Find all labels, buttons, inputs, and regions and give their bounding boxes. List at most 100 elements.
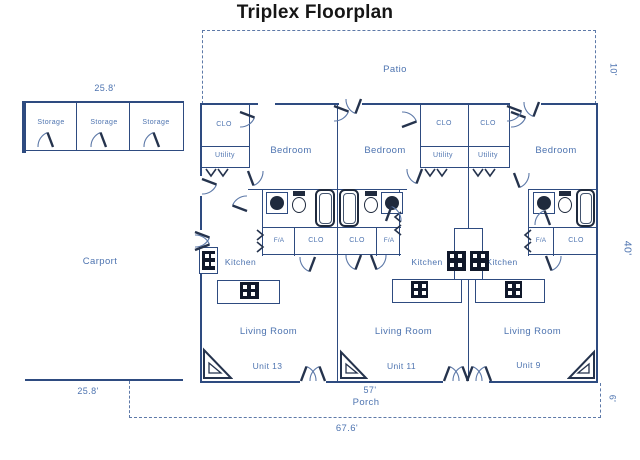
room-label-closet: CLO [436,120,452,127]
storage-divider [76,101,78,151]
door-icon [200,177,218,196]
page-title: Triplex Floorplan [236,2,394,23]
bifold-door-icon [472,168,496,178]
door-icon [308,365,327,383]
corner-fireplace-icon [340,349,368,379]
room-label-kitchen: Kitchen [411,257,443,267]
storage-divider [129,101,131,151]
room-label-utility: Utility [478,152,498,159]
wall [200,167,250,169]
kitchen-sink-icon [411,281,428,298]
dim-carport-width: 25.8' [77,386,99,396]
door-icon [512,171,531,189]
corner-fireplace-icon [567,349,595,379]
unit-label-9: Unit 9 [516,360,541,370]
room-label-storage-2: Storage [90,119,118,126]
wall [468,145,510,147]
room-label-kitchen: Kitchen [224,257,257,267]
dim-porch-width: 57' [363,385,377,395]
door-icon [246,169,265,187]
wall [262,188,264,256]
bathtub-icon [339,189,359,227]
room-label-living-room: Living Room [374,326,433,337]
room-label-furnace: F/A [273,237,285,244]
wall [249,103,251,168]
room-label-furnace: F/A [383,237,395,244]
porch-outline [129,381,130,418]
carport-bottom-wall [25,379,183,382]
dim-storage-width: 25.8' [94,83,116,93]
wall [200,145,250,147]
bifold-door-icon [256,229,265,253]
door-icon [238,110,256,129]
wall [337,226,401,228]
party-wall-unit13-11 [336,103,339,381]
porch-outline [129,417,601,418]
wall [528,254,598,256]
room-label-closet: CLO [216,121,232,128]
room-label-storage-3: Storage [142,119,170,126]
wall [528,188,598,190]
door-icon [369,253,388,271]
room-label-bedroom: Bedroom [270,145,312,156]
corner-fireplace-icon [203,347,233,379]
room-label-bedroom: Bedroom [535,145,577,156]
porch-outline [599,383,601,418]
door-icon [332,104,350,123]
room-label-patio: Patio [383,64,407,75]
wall [468,167,510,169]
bathtub-icon [576,189,595,227]
room-label-utility: Utility [433,152,453,159]
room-label-storage-1: Storage [37,119,65,126]
bifold-door-icon [424,168,448,178]
toilet-icon [558,191,572,215]
stove-icon [447,251,466,271]
room-label-carport: Carport [82,256,118,267]
room-label-hall-closet: CLO [308,237,324,244]
toilet-icon [292,191,306,215]
kitchen-sink-icon [505,281,522,298]
bifold-door-icon [523,229,532,253]
wall [248,188,337,190]
door-icon [522,100,541,118]
kitchen-sink-icon [240,282,259,299]
door-icon [344,97,363,115]
door-icon [298,255,317,273]
wall [376,226,378,256]
dim-patio-depth: 10' [608,63,619,76]
dim-overall-width: 67.6' [335,423,359,434]
wall [553,226,555,256]
dim-porch-depth: 6' [607,394,618,403]
bathroom-sink-icon [266,192,288,214]
bathroom-sink-icon [533,192,555,214]
storage-left-wall [22,101,26,153]
door-icon [344,253,363,271]
wall-opening [300,379,326,383]
room-label-hall-closet: CLO [349,237,365,244]
stove-icon [470,251,489,271]
room-label-porch: Porch [352,397,380,408]
door-icon [142,131,161,149]
toilet-icon [364,191,378,215]
wall [399,188,401,256]
wall [337,254,401,256]
unit-label-11: Unit 11 [386,361,417,371]
wall-opening [199,176,203,196]
door-icon [36,131,55,149]
room-label-kitchen: Kitchen [486,257,518,267]
door-icon [505,104,523,123]
wall-opening [443,379,489,383]
wall-opening [339,102,362,106]
room-label-living-room: Living Room [503,326,562,337]
wall [420,145,468,147]
bifold-door-icon [205,168,229,178]
wall [294,226,296,256]
room-label-furnace: F/A [535,237,547,244]
bathroom-sink-icon [381,192,403,214]
wall [262,254,337,256]
wall [262,226,337,228]
wall-opening [199,230,203,251]
door-icon [231,194,249,213]
dim-building-depth: 40' [621,240,634,256]
